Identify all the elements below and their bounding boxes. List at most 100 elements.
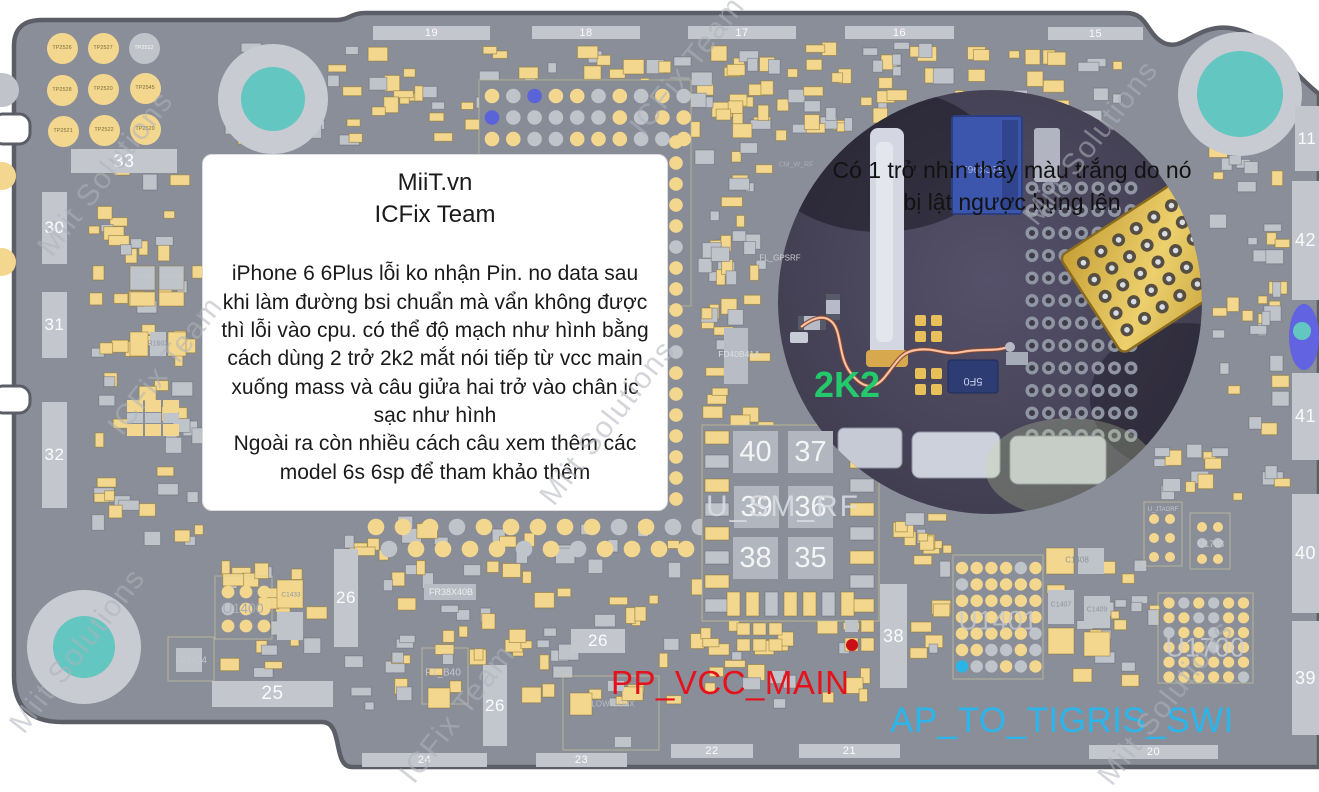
- ic-pin-number: 40: [733, 431, 778, 473]
- pad-dot: [955, 578, 969, 591]
- pad-dot: [1237, 612, 1250, 624]
- bottom-solder-bars: [837, 427, 1107, 485]
- pad-dot: [669, 219, 683, 233]
- low-coax-box: [562, 675, 660, 751]
- pad-dot: [1165, 552, 1175, 562]
- pad-dot: [542, 540, 560, 558]
- pad-dot: [548, 88, 564, 104]
- pad-dot: [1193, 597, 1205, 609]
- pad-dot: [669, 387, 683, 401]
- cap-c1407: [1047, 590, 1075, 655]
- pad-dot: [506, 131, 521, 147]
- edge-pad: [0, 73, 19, 107]
- filter-fl1608: [158, 265, 185, 307]
- ref-designator-cm-w-rf: CM_W_RF: [778, 161, 814, 169]
- pad-dot: [1237, 627, 1250, 639]
- jumper-wire: [799, 315, 1009, 389]
- edge-notch: [0, 112, 32, 146]
- pad-dot: [669, 450, 683, 464]
- u1703-pad-grid: [1197, 522, 1223, 564]
- pad-dot: [669, 429, 683, 443]
- pad-dot: [1029, 561, 1042, 575]
- zone-label-32: 32: [42, 402, 67, 508]
- pad-row: [380, 540, 749, 558]
- screw-hole-top-right: [1178, 32, 1302, 156]
- pad-dot: [1197, 522, 1207, 532]
- pad-dot: [1237, 641, 1250, 654]
- zone-label-19: 19: [373, 26, 490, 40]
- test-pad-tp2521: TP2521: [47, 115, 79, 147]
- pad-dot: [669, 303, 683, 317]
- pad-dot: [1014, 643, 1027, 657]
- u1401-pad-grid: [955, 561, 1042, 673]
- pad-dot: [1208, 612, 1220, 624]
- pad-dot: [985, 643, 998, 657]
- info-box-body: iPhone 6 6Plus lỗi ko nhận Pin. no data …: [221, 262, 649, 484]
- pad-dot: [655, 110, 670, 125]
- pad-dot: [1193, 671, 1205, 683]
- pad-dot: [1014, 561, 1027, 575]
- ft-b40-box: [421, 647, 469, 709]
- pad-dot: [1029, 643, 1042, 657]
- pad-dot: [970, 578, 983, 591]
- ref-designator-fl-gpsrf: FL_GPSRF: [759, 253, 801, 263]
- pad-dot: [239, 619, 253, 633]
- pad-dot: [380, 540, 398, 558]
- ref-designator-u1401: U1401: [958, 605, 1038, 636]
- zone-label-21: 21: [799, 744, 900, 758]
- pad-dot: [394, 518, 412, 536]
- svg-text:52CK961: 52CK961: [962, 163, 1004, 174]
- pad-dot: [955, 561, 969, 575]
- pad-dot: [484, 110, 500, 125]
- pad-dot: [999, 594, 1013, 607]
- pad-dot: [955, 594, 969, 607]
- test-pad-tp2512: TP2512: [128, 32, 160, 64]
- pad-dot: [1149, 514, 1159, 524]
- ref-designator-c1408: C1408: [1065, 555, 1089, 565]
- u1700-pad-grid: [1163, 597, 1250, 683]
- filter-fl1609: [129, 265, 156, 307]
- pad-dot: [1163, 671, 1175, 683]
- cap-c1408: [1045, 547, 1104, 575]
- pad-dot: [527, 110, 542, 125]
- zone-label-30: 30: [42, 192, 67, 264]
- pad-dot: [434, 540, 452, 558]
- pad-dot: [655, 88, 670, 104]
- ref-designator-u1700: U1700: [1165, 632, 1245, 663]
- pad-dot: [985, 660, 998, 673]
- pad-dot: [221, 585, 235, 599]
- pad-dot: [1163, 612, 1175, 624]
- photo-caption-line1: Có 1 trở nhìn thấy màu trắng do nó: [832, 157, 1192, 183]
- test-pad-tp2526: TP2526: [46, 32, 78, 64]
- photo-inset: 52CK961 5F0: [778, 90, 1202, 514]
- pad-dot: [1223, 656, 1235, 668]
- pad-dot: [569, 540, 587, 558]
- pad-dot: [1014, 578, 1027, 591]
- pad-dot: [448, 518, 466, 536]
- pad-row: [367, 518, 736, 536]
- pad-dot: [999, 561, 1013, 575]
- zone-label-41: 41: [1292, 373, 1319, 460]
- pad-dot: [484, 131, 500, 147]
- ref-designator-u-sm-rf: U_SM_RF: [705, 490, 861, 523]
- pad-dot: [548, 110, 564, 125]
- pad-dot: [239, 602, 253, 616]
- pad-dot: [664, 518, 682, 536]
- pad-dot: [1029, 578, 1042, 591]
- pad-dot: [669, 471, 683, 485]
- pad-dot: [1208, 671, 1220, 683]
- ref-designator-u1400: U1400: [222, 600, 264, 616]
- pad-dot: [1223, 612, 1235, 624]
- fd40b41a-bar: [724, 328, 748, 384]
- zone-label-11: 11: [1295, 106, 1319, 171]
- pad-dot: [985, 594, 998, 607]
- pad-dot: [1223, 671, 1235, 683]
- ic-pin-number: 37: [788, 431, 833, 473]
- pad-dot: [257, 585, 271, 599]
- ref-designator-r1603: R1603: [147, 340, 169, 348]
- pad-dot: [1149, 552, 1159, 562]
- pad-dot: [583, 518, 601, 536]
- pad-dot: [239, 585, 253, 599]
- pad-dot: [506, 88, 521, 104]
- pad-dot: [221, 619, 235, 633]
